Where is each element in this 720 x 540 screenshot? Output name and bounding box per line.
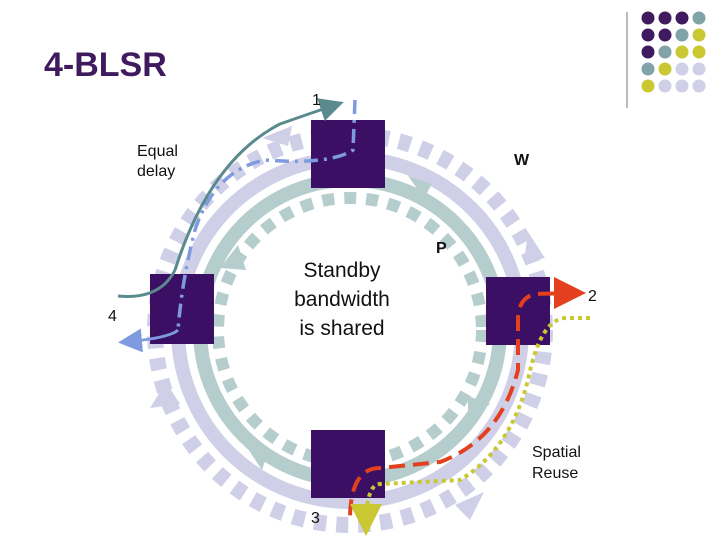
red-path-2-3: [348, 291, 579, 521]
decorative-dot: [658, 45, 672, 59]
decorative-dot: [692, 11, 706, 25]
spatial-reuse-label: Spatial Reuse: [532, 444, 581, 482]
working-label: W: [514, 152, 530, 169]
decorative-dot: [658, 79, 672, 93]
decorative-dot: [658, 62, 672, 76]
equal-delay-path: [117, 98, 344, 298]
node-1[interactable]: [311, 120, 385, 188]
ring-arrowheads: [150, 126, 545, 520]
equal-delay-label: Equal delay: [137, 143, 178, 180]
decorative-dot: [641, 11, 655, 25]
decorative-dot: [692, 79, 706, 93]
decorative-dot: [641, 62, 655, 76]
working-path-4-arrow: [118, 328, 180, 353]
node-2[interactable]: [486, 277, 550, 345]
slide-title: 4-BLSR: [44, 46, 167, 84]
working-path-1-4: [176, 99, 357, 331]
protection-label: P: [436, 240, 447, 257]
standby-label: Standby bandwidth is shared: [294, 259, 390, 340]
decorative-dot: [658, 11, 672, 25]
decorative-dot: [675, 11, 689, 25]
decorative-dot: [675, 45, 689, 59]
decorative-dot-grid: [641, 11, 706, 93]
node-1-label: 1: [312, 92, 321, 109]
decorative-dot: [641, 45, 655, 59]
decorative-dot: [675, 62, 689, 76]
node-2-label: 2: [588, 288, 597, 305]
decorative-dot: [658, 28, 672, 42]
node-4-label: 4: [108, 308, 117, 325]
decorative-dot: [692, 62, 706, 76]
decorative-dot: [641, 28, 655, 42]
decorative-dot: [675, 28, 689, 42]
node-3-label: 3: [311, 510, 320, 527]
decorative-dot: [692, 28, 706, 42]
decorative-dot: [641, 79, 655, 93]
decorative-dot: [692, 45, 706, 59]
decorative-dot: [675, 79, 689, 93]
yellow-path-2-3: [350, 316, 590, 536]
